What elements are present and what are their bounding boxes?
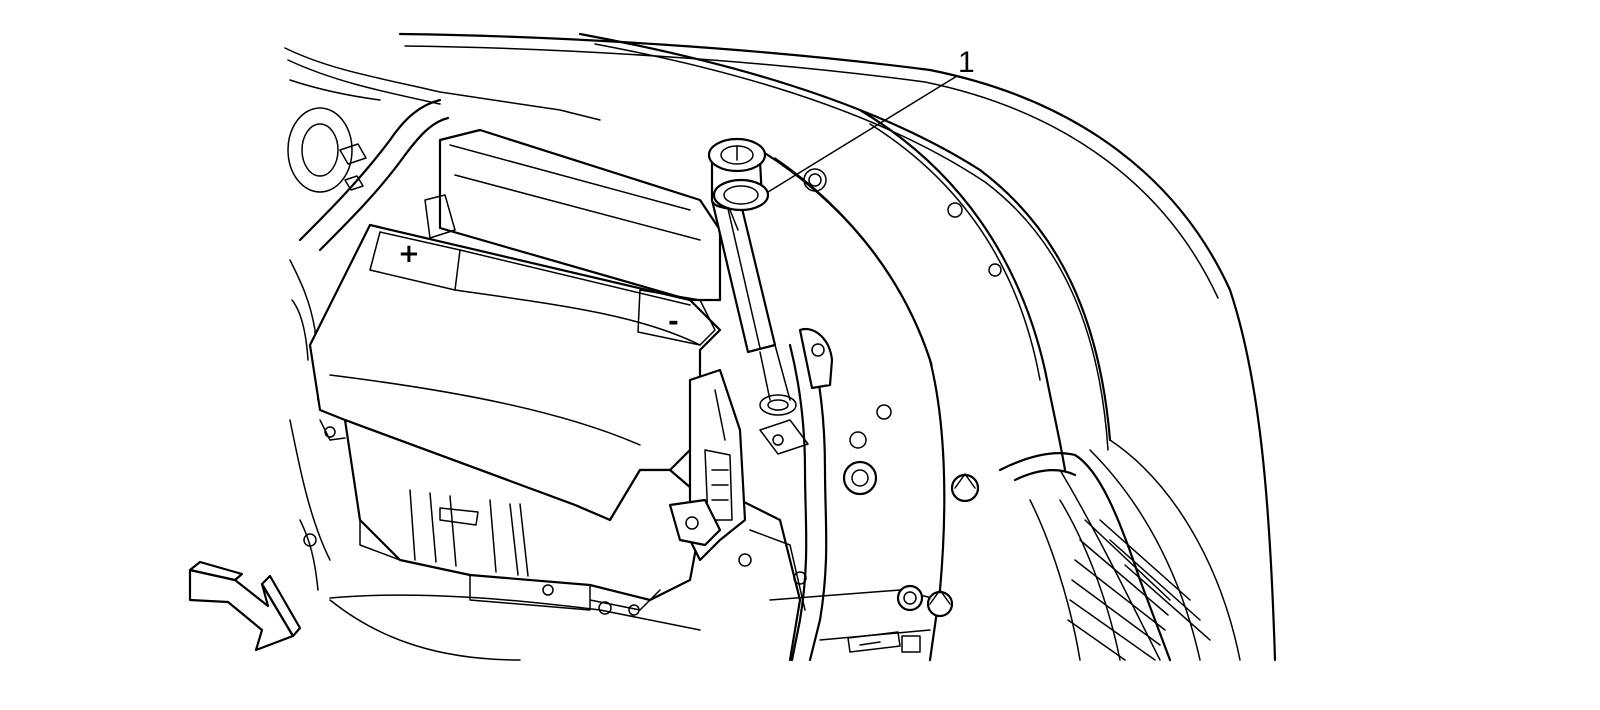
battery-cable — [759, 327, 834, 662]
callout-1-leader — [767, 75, 958, 193]
callout-1: 1 — [767, 46, 975, 193]
washer-fluid-filler — [707, 137, 797, 416]
negative-terminal-symbol: - — [668, 307, 679, 337]
engine-bay-background — [284, 47, 601, 591]
headlamp-assembly — [998, 452, 1211, 662]
callout-1-label: 1 — [958, 46, 975, 79]
positive-terminal-symbol: + — [398, 239, 420, 269]
view-direction-arrow-icon — [188, 560, 302, 652]
fender-panel — [398, 32, 1277, 662]
radiator-support — [738, 404, 980, 662]
battery-assembly — [303, 128, 747, 616]
